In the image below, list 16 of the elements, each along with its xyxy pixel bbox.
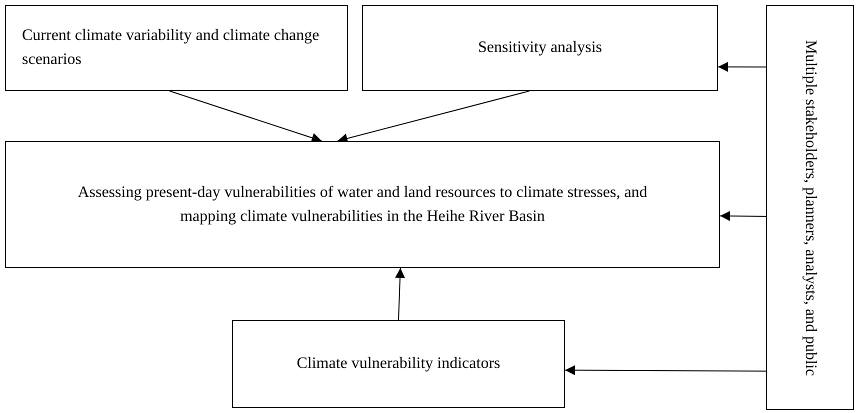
box-text: Climate vulnerability indicators <box>296 354 502 374</box>
process-box <box>766 5 854 410</box>
box-text: Sensitivity analysis <box>477 38 603 58</box>
arrow <box>336 90 530 144</box>
arrow <box>395 268 406 320</box>
arrow <box>720 211 766 222</box>
process-box <box>5 5 348 91</box>
arrow <box>169 90 322 143</box>
arrow <box>718 62 766 72</box>
box-text: Assessing present-day vulnerabilities of water and land resources to climate stresses, and mapping climate vulnerabilities in the Heihe River Basin <box>76 182 648 226</box>
box-text: Current climate variability and climate change scenarios <box>21 26 320 70</box>
box-text: Multiple stakeholders, planners, analysts, and public <box>801 40 820 376</box>
arrow <box>564 365 766 376</box>
process-box <box>5 141 720 268</box>
process-box <box>362 5 718 91</box>
process-box <box>232 320 565 408</box>
